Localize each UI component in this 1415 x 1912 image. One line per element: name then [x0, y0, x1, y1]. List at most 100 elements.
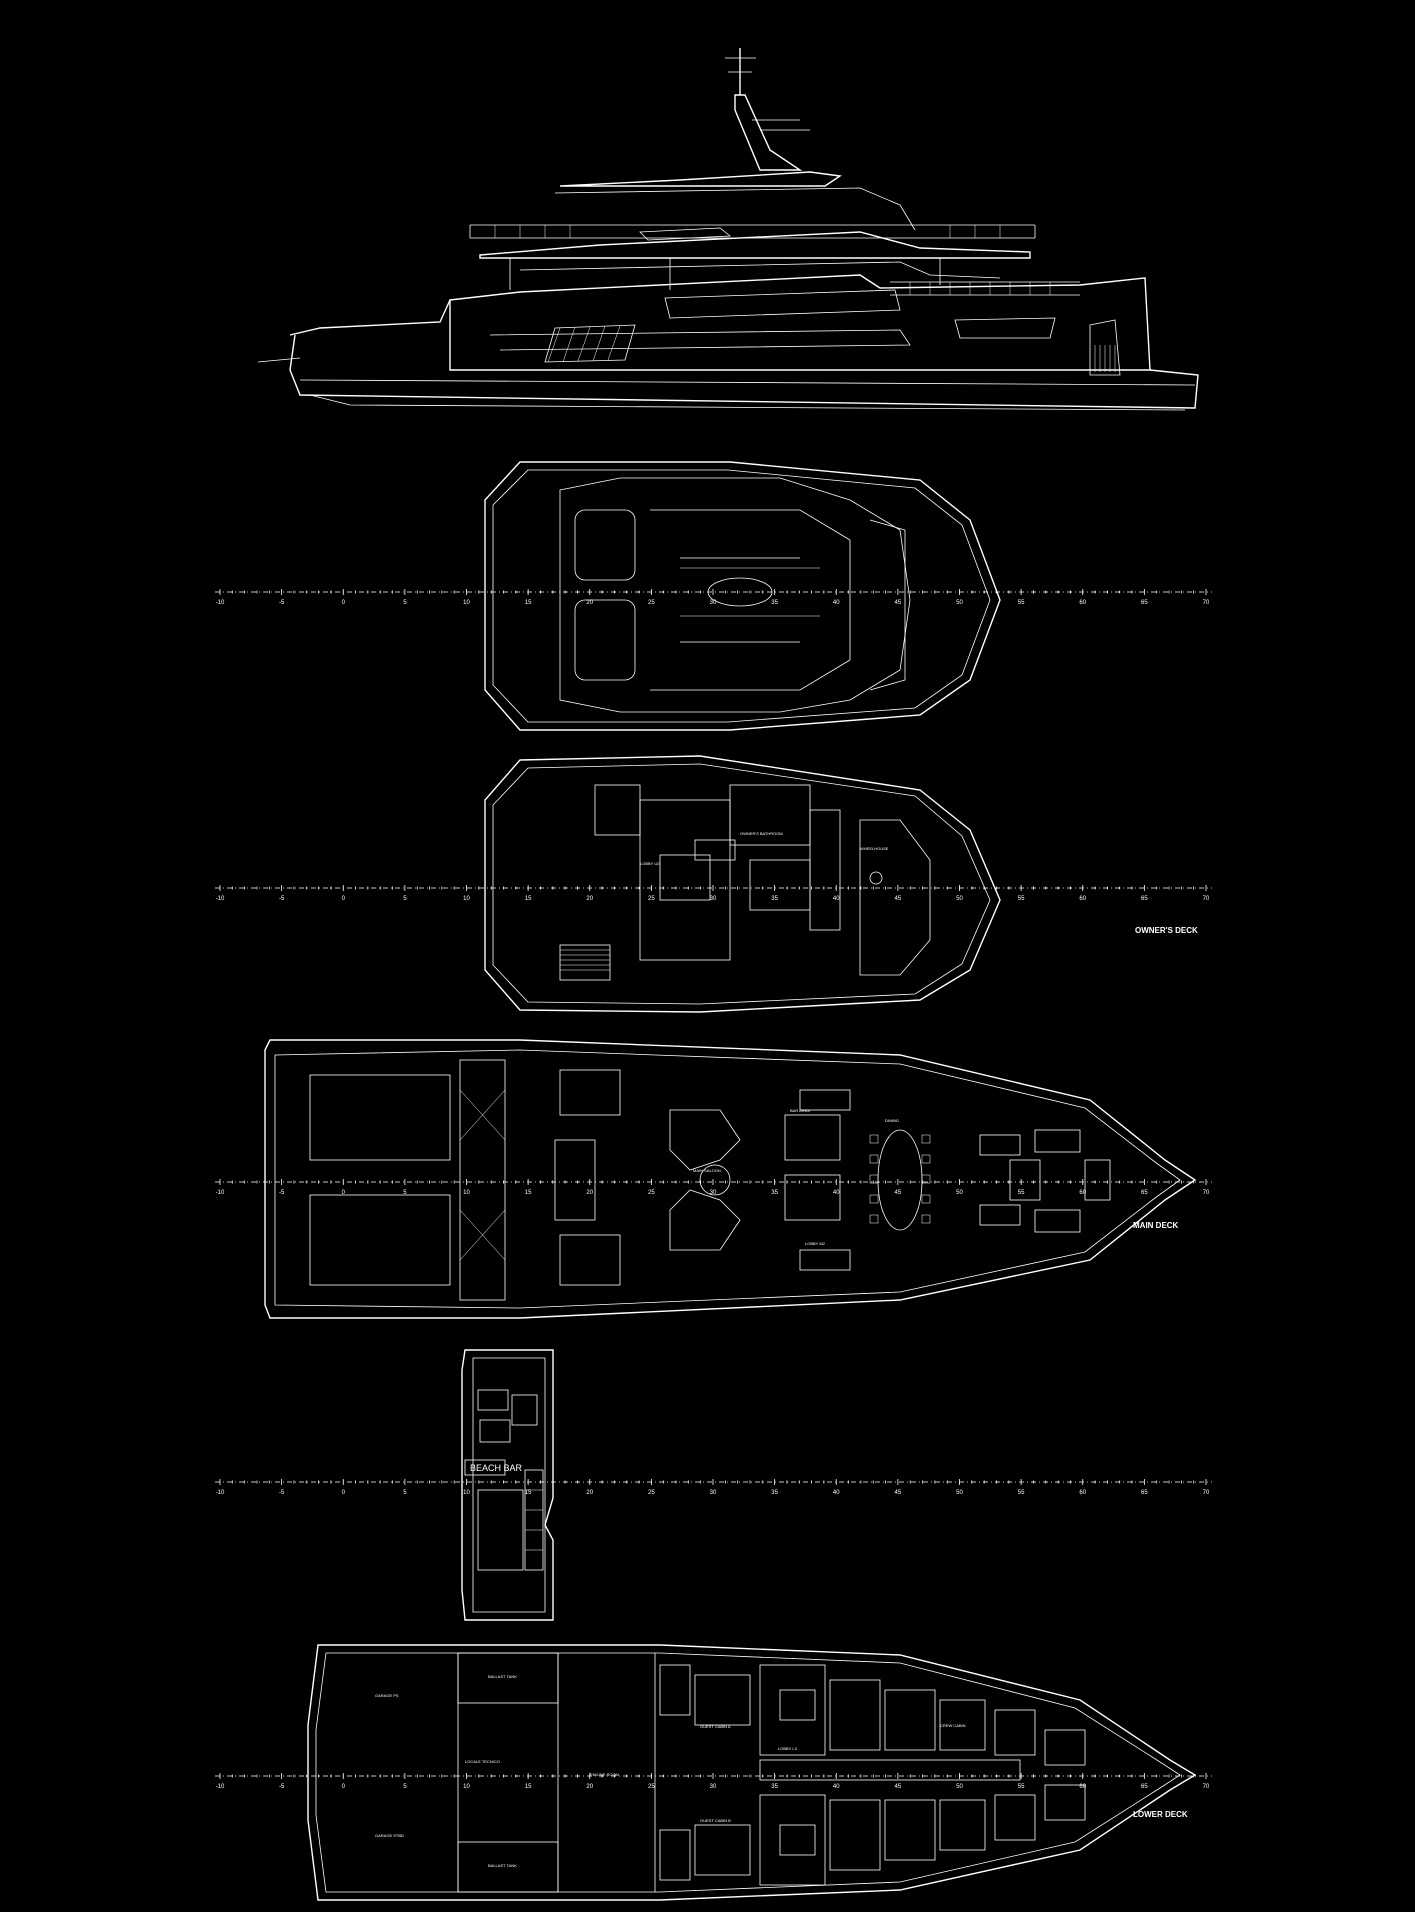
label-lobby-l3: LOBBY L3: [778, 1746, 798, 1751]
scale-tick-label: 10: [463, 1784, 470, 1790]
scale-tick-label: 70: [1203, 1190, 1210, 1196]
label-lobby-u2: LOBBY U2: [640, 861, 660, 866]
scale-tick-label: 30: [710, 1784, 717, 1790]
scale-tick-label: 5: [403, 600, 407, 606]
label-locale-tecnico: LOCALE TECNICO: [465, 1759, 500, 1764]
owners-deck-plan: LOBBY U2 WHEELHOUSE OWNER'S BATHROOM OWN…: [484, 755, 1198, 1013]
scale-tick-label: 65: [1141, 1490, 1148, 1496]
scale-tick-label: 0: [342, 1490, 346, 1496]
scale-tick-label: 55: [1018, 600, 1025, 606]
label-ballast-tank-stbd: BALLAST TANK: [488, 1863, 517, 1868]
scale-tick-label: 5: [403, 1784, 407, 1790]
scale-tick-label: 25: [648, 1490, 655, 1496]
scale-tick-label: 60: [1079, 1490, 1086, 1496]
scale-tick-label: 40: [833, 600, 840, 606]
scale-tick-label: 25: [648, 896, 655, 902]
label-garage-stbd: GARAGE STBD: [375, 1833, 404, 1838]
scale-tick-label: 30: [710, 1190, 717, 1196]
label-wheelhouse: WHEELHOUSE: [860, 846, 889, 851]
scale-tick-label: 35: [771, 896, 778, 902]
scale-tick-label: 50: [956, 1190, 963, 1196]
scale-tick-label: 70: [1203, 600, 1210, 606]
scale-tick-label: 10: [463, 1190, 470, 1196]
label-beach-bar: BEACH BAR: [470, 1463, 523, 1473]
scale-tick-label: 45: [895, 1784, 902, 1790]
scale-tick-label: -10: [216, 1490, 225, 1496]
scale-tick-label: 5: [403, 1190, 407, 1196]
sundeck-plan: [484, 461, 1001, 731]
lower-deck-label: LOWER DECK: [1133, 1810, 1188, 1819]
owners-deck-label: OWNER'S DECK: [1135, 926, 1198, 935]
scale-tick-label: 10: [463, 600, 470, 606]
scale-tick-label: 10: [463, 1490, 470, 1496]
scale-tick-label: 35: [771, 1784, 778, 1790]
scale-tick-label: 70: [1203, 1490, 1210, 1496]
scale-tick-label: -5: [279, 1490, 285, 1496]
scale-tick-label: -5: [279, 1784, 285, 1790]
label-lobby-m2: LOBBY M2: [805, 1241, 826, 1246]
scale-tick-label: -5: [279, 896, 285, 902]
scale-tick-label: 20: [586, 600, 593, 606]
scale-tick-label: 40: [833, 896, 840, 902]
scale-tick-label: 15: [525, 896, 532, 902]
scale-tick-label: 65: [1141, 1784, 1148, 1790]
scale-tick-label: 20: [586, 1784, 593, 1790]
scale-tick-label: 40: [833, 1490, 840, 1496]
scale-tick-label: 55: [1018, 1784, 1025, 1790]
scale-tick-label: 15: [525, 1490, 532, 1496]
scale-tick-label: 15: [525, 600, 532, 606]
label-bar-area: BAR AREA: [790, 1108, 810, 1113]
scale-tick-label: 20: [586, 1190, 593, 1196]
scale-tick-label: -5: [279, 1190, 285, 1196]
scale-tick-label: 55: [1018, 896, 1025, 902]
scale-tick-label: 0: [342, 600, 346, 606]
scale-tick-label: 40: [833, 1190, 840, 1196]
scale-tick-label: 35: [771, 1490, 778, 1496]
label-owners-bathroom: OWNER'S BATHROOM: [740, 831, 783, 836]
label-garage-ps: GARAGE PS: [375, 1693, 399, 1698]
scale-tick-label: 60: [1079, 896, 1086, 902]
scale-tick-label: 55: [1018, 1190, 1025, 1196]
label-engine-room: ENGINE ROOM: [590, 1772, 619, 1777]
scale-tick-label: 65: [1141, 600, 1148, 606]
scale-tick-label: 45: [895, 1190, 902, 1196]
main-deck-plan: MAIN SALOON BAR AREA LOBBY M2 DINING MAI…: [264, 1039, 1197, 1319]
scale-tick-label: 65: [1141, 896, 1148, 902]
scale-tick-label: 40: [833, 1784, 840, 1790]
scale-tick-label: 35: [771, 600, 778, 606]
scale-tick-label: 50: [956, 896, 963, 902]
scale-tick-label: -10: [216, 600, 225, 606]
scale-tick-label: 70: [1203, 896, 1210, 902]
scale-tick-label: 0: [342, 896, 346, 902]
scale-tick-label: -5: [279, 600, 285, 606]
label-guest-cabin-b: GUEST CABIN B: [700, 1818, 731, 1823]
scale-tick-label: 30: [710, 896, 717, 902]
beach-bar-plan: BEACH BAR: [461, 1349, 554, 1621]
scale-tick-label: 30: [710, 1490, 717, 1496]
scale-tick-label: 0: [342, 1190, 346, 1196]
lower-deck-plan: GARAGE PS GARAGE STBD BALLAST TANK BALLA…: [307, 1644, 1197, 1901]
scale-tick-label: 50: [956, 1784, 963, 1790]
scale-tick-label: 10: [463, 896, 470, 902]
scale-tick-label: 50: [956, 1490, 963, 1496]
scale-tick-label: 20: [586, 1490, 593, 1496]
scale-tick-label: -10: [216, 1784, 225, 1790]
scale-tick-label: 60: [1079, 1784, 1086, 1790]
scale-tick-label: 15: [525, 1784, 532, 1790]
main-deck-label: MAIN DECK: [1133, 1221, 1179, 1230]
label-crew-cabin: CREW CABIN: [940, 1723, 966, 1728]
scale-tick-label: 5: [403, 1490, 407, 1496]
scale-tick-label: 60: [1079, 600, 1086, 606]
scale-tick-label: 15: [525, 1190, 532, 1196]
label-dining: DINING: [885, 1118, 899, 1123]
scale-tick-label: 25: [648, 1190, 655, 1196]
label-main-salon: MAIN SALOON: [693, 1168, 721, 1173]
scale-tick-label: 20: [586, 896, 593, 902]
label-ballast-tank-ps: BALLAST TANK: [488, 1674, 517, 1679]
scale-tick-label: 45: [895, 600, 902, 606]
scale-tick-label: 65: [1141, 1190, 1148, 1196]
scale-tick-label: -10: [216, 896, 225, 902]
scale-tick-label: 5: [403, 896, 407, 902]
